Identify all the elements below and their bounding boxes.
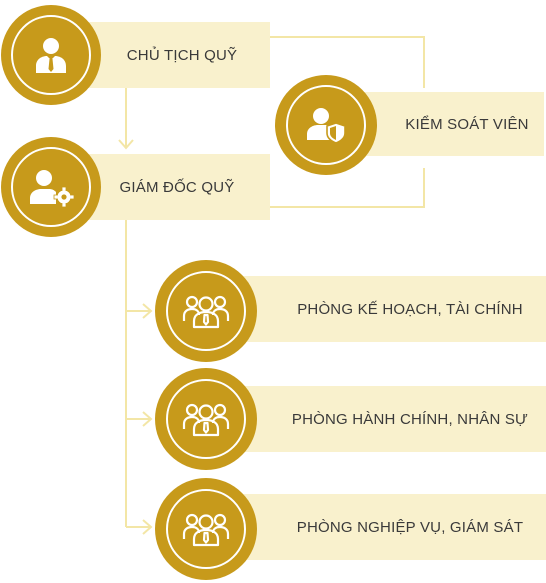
businessman-icon [36, 38, 66, 73]
department-box-planning-finance: PHÒNG KẾ HOẠCH, TÀI CHÍNH [222, 276, 546, 342]
team-icon [182, 403, 230, 437]
department-box-operations-supervision: PHÒNG NGHIỆP VỤ, GIÁM SÁT [222, 494, 546, 560]
user-gear-icon [30, 170, 74, 208]
department-label: PHÒNG HÀNH CHÍNH, NHÂN SỰ [291, 410, 529, 428]
department-ring [166, 379, 246, 459]
chairman-label: CHỦ TỊCH QUỸ [126, 46, 238, 64]
connector-chairman-controller [268, 36, 425, 88]
controller-ring [286, 85, 366, 165]
controller-label: KIỂM SOÁT VIÊN [405, 115, 529, 133]
department-box-admin-hr: PHÒNG HÀNH CHÍNH, NHÂN SỰ [222, 386, 546, 452]
department-label: PHÒNG NGHIỆP VỤ, GIÁM SÁT [296, 518, 524, 536]
director-node [1, 137, 101, 237]
department-node-operations-supervision [155, 478, 257, 580]
controller-node [275, 75, 377, 175]
department-node-planning-finance [155, 260, 257, 362]
arrowhead-director [118, 139, 134, 150]
arrowhead-branch-2 [142, 411, 153, 427]
department-node-admin-hr [155, 368, 257, 470]
connector-controller-director [268, 168, 425, 208]
user-shield-icon [307, 108, 346, 144]
arrowhead-branch-1 [142, 303, 153, 319]
department-label: PHÒNG KẾ HOẠCH, TÀI CHÍNH [297, 300, 523, 318]
chairman-ring [11, 15, 91, 95]
department-ring [166, 489, 246, 569]
director-ring [11, 147, 91, 227]
department-ring [166, 271, 246, 351]
director-label: GIÁM ĐỐC QUỸ [119, 178, 235, 196]
team-icon [182, 513, 230, 547]
arrowhead-branch-3 [142, 519, 153, 535]
team-icon [182, 295, 230, 329]
chairman-node [1, 5, 101, 105]
